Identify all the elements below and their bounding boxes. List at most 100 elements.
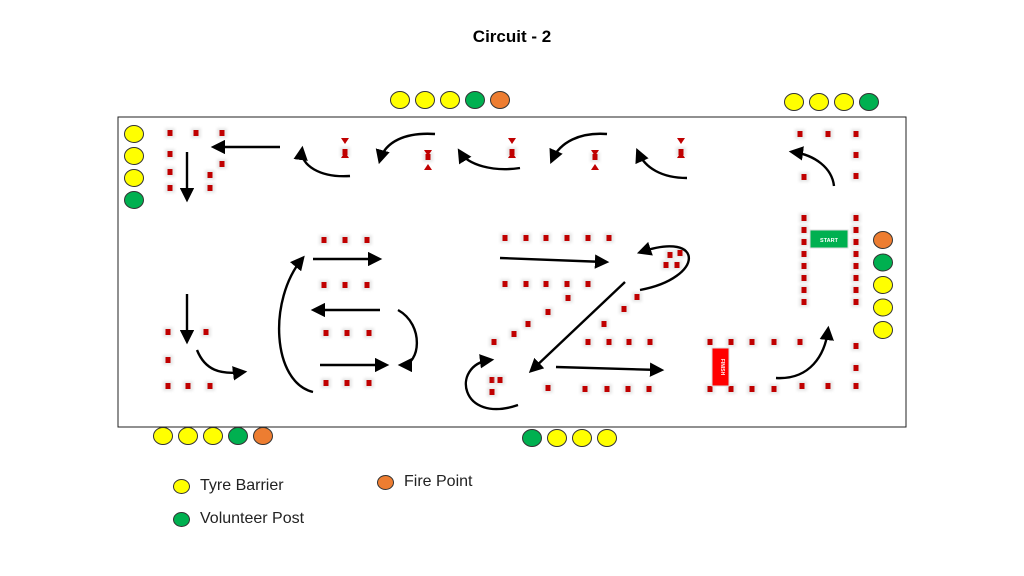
cone-marker — [599, 319, 609, 329]
cone-marker — [632, 292, 642, 302]
cone-marker — [623, 384, 633, 394]
volunteer-post-marker — [873, 253, 893, 272]
cone-marker — [823, 381, 833, 391]
cone-marker — [799, 225, 809, 235]
cone-marker — [665, 250, 675, 260]
cone-marker — [795, 129, 805, 139]
finish-box: FINISH — [711, 347, 730, 387]
cone-marker — [799, 285, 809, 295]
cone-marker — [543, 307, 553, 317]
volunteer-post-marker — [124, 191, 144, 209]
legend-tyre-barrier: Tyre Barrier — [173, 477, 284, 495]
cone-marker — [562, 233, 572, 243]
gate-marker — [591, 150, 599, 170]
cone-marker — [602, 384, 612, 394]
cone-marker — [319, 280, 329, 290]
gate-marker — [677, 138, 685, 158]
tyre-barrier-marker — [203, 427, 223, 445]
track-boundary — [117, 116, 907, 428]
cone-marker — [747, 384, 757, 394]
cone-marker — [364, 328, 374, 338]
cone-marker — [624, 337, 634, 347]
cone-marker — [165, 149, 175, 159]
tyre-barrier-marker — [597, 429, 617, 447]
cone-marker — [201, 327, 211, 337]
cone-marker — [580, 384, 590, 394]
legend-volunteer-post-label: Volunteer Post — [200, 510, 305, 527]
legend-tyre-barrier-label: Tyre Barrier — [200, 477, 284, 494]
cone-marker — [851, 297, 861, 307]
cone-marker — [217, 159, 227, 169]
tyre-barrier-marker — [440, 91, 460, 109]
cone-marker — [163, 327, 173, 337]
cone-marker — [583, 233, 593, 243]
cone-marker — [823, 129, 833, 139]
gate-marker — [508, 138, 516, 158]
cone-marker — [851, 225, 861, 235]
cone-marker — [747, 337, 757, 347]
direction-arrow — [549, 132, 608, 164]
finish-label: FINISH — [719, 359, 725, 376]
tyre-barrier-marker — [873, 276, 893, 294]
cone-marker — [562, 279, 572, 289]
cone-marker — [165, 128, 175, 138]
cone-marker — [500, 279, 510, 289]
start-label: START — [820, 238, 839, 244]
cone-marker — [851, 213, 861, 223]
direction-arrow — [277, 255, 314, 394]
cone-marker — [521, 233, 531, 243]
volunteer-post-icon — [173, 511, 190, 527]
cone-marker — [364, 378, 374, 388]
cone-marker — [726, 337, 736, 347]
cone-marker — [541, 233, 551, 243]
gate-marker — [341, 138, 349, 158]
cone-marker — [799, 213, 809, 223]
cone-marker — [851, 237, 861, 247]
cone-marker — [191, 128, 201, 138]
cone-marker — [851, 341, 861, 351]
tyre-barrier-icon — [173, 478, 190, 494]
cone-marker — [726, 384, 736, 394]
cone-marker — [362, 280, 372, 290]
volunteer-post-marker — [859, 93, 879, 111]
cone-marker — [799, 261, 809, 271]
tyre-barrier-marker — [572, 429, 592, 447]
gate-marker — [424, 150, 432, 170]
cone-marker — [590, 152, 600, 162]
cone-marker — [851, 363, 861, 373]
cone-marker — [851, 381, 861, 391]
cone-marker — [563, 293, 573, 303]
fire-point-marker — [873, 231, 893, 249]
legend-fire-point: Fire Point — [377, 473, 472, 491]
cone-marker — [342, 328, 352, 338]
direction-arrow — [375, 132, 436, 165]
tyre-barrier-marker — [547, 429, 567, 447]
tyre-barrier-marker — [784, 93, 804, 111]
cone-marker — [205, 381, 215, 391]
cone-marker — [799, 297, 809, 307]
cone-markers — [163, 128, 861, 397]
cone-marker — [851, 273, 861, 283]
cone-marker — [342, 378, 352, 388]
cone-marker — [183, 381, 193, 391]
cone-marker — [523, 319, 533, 329]
direction-arrow — [635, 148, 688, 180]
cone-marker — [851, 249, 861, 259]
circuit-title: Circuit - 2 — [472, 27, 552, 46]
tyre-barrier-marker — [834, 93, 854, 111]
cone-marker — [604, 233, 614, 243]
cone-marker — [799, 237, 809, 247]
direction-arrow — [788, 146, 836, 187]
cone-marker — [851, 129, 861, 139]
cone-marker — [799, 249, 809, 259]
cone-marker — [851, 171, 861, 181]
cone-marker — [423, 152, 433, 162]
cone-marker — [319, 235, 329, 245]
tyre-barrier-marker — [153, 427, 173, 445]
tyre-barrier-marker — [178, 427, 198, 445]
tyre-barrier-marker — [124, 169, 144, 187]
cone-marker — [521, 279, 531, 289]
tyre-barrier-marker — [873, 298, 893, 317]
cone-marker — [645, 337, 655, 347]
